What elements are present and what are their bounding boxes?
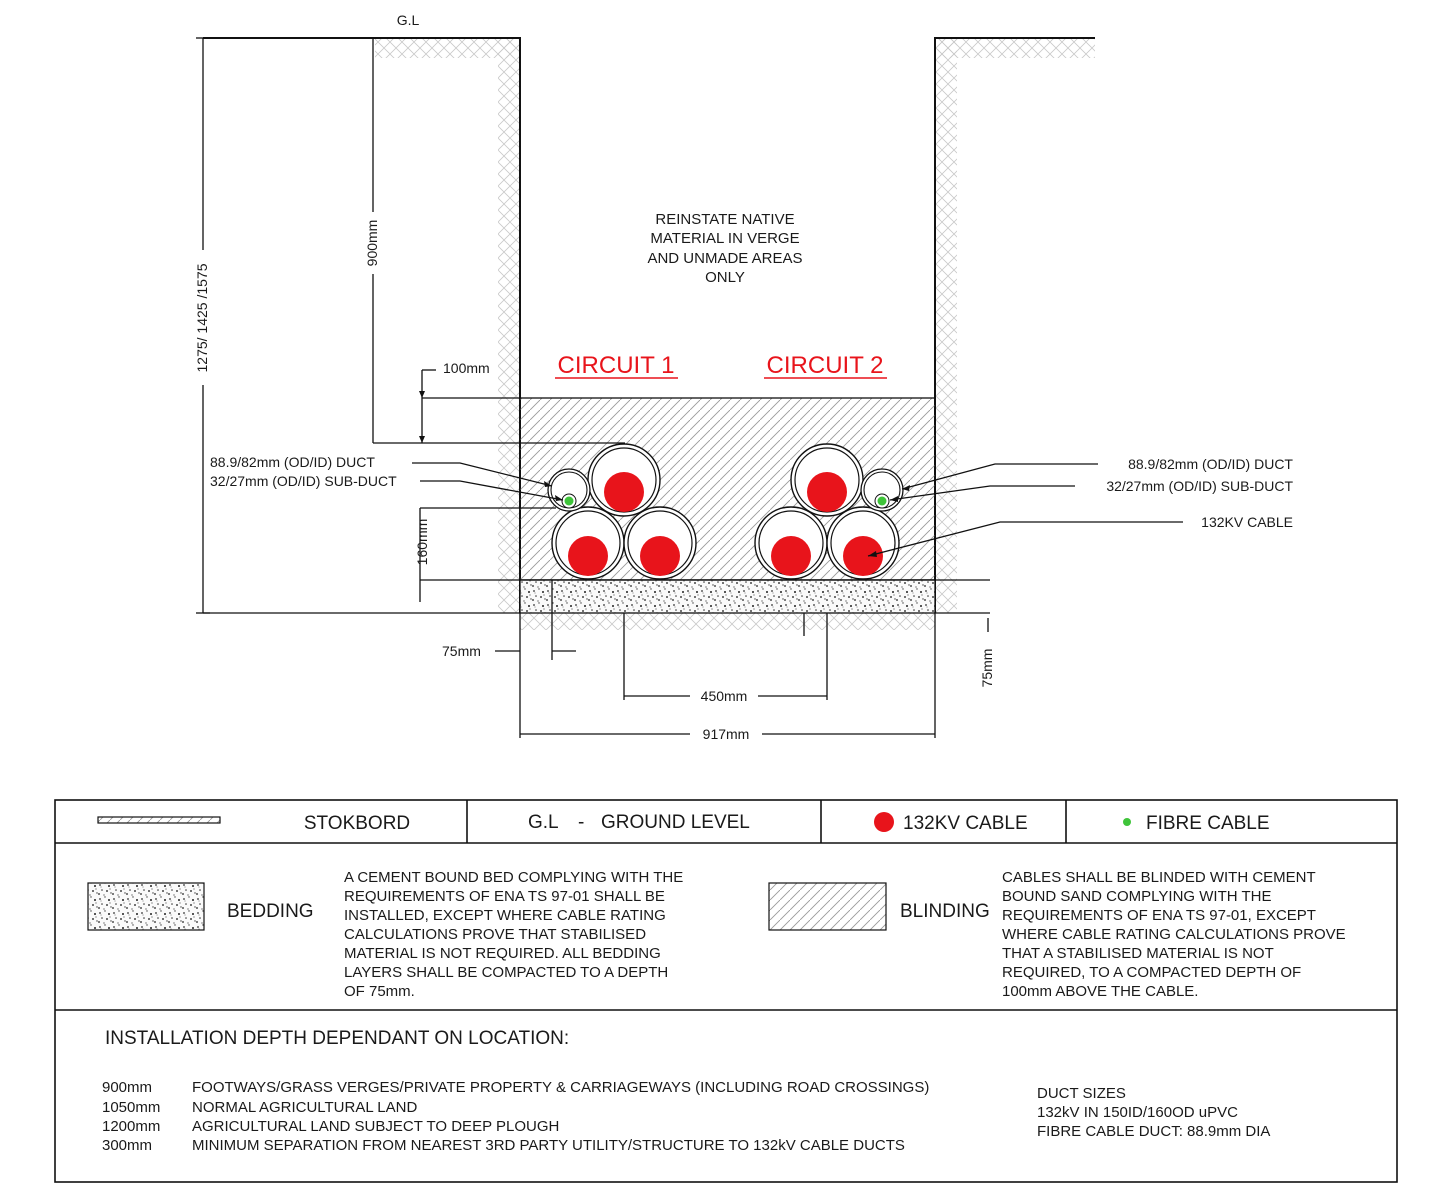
reinstate-note: REINSTATE NATIVE MATERIAL IN VERGE AND U… [647, 211, 802, 286]
legend-gl-desc: GROUND LEVEL [601, 812, 750, 833]
svg-text:CABLES SHALL BE BLINDED WITH C: CABLES SHALL BE BLINDED WITH CEMENT [1002, 869, 1316, 886]
svg-text:OF 75mm.: OF 75mm. [344, 983, 415, 1000]
cable-132kv [640, 536, 680, 576]
svg-text:MATERIAL IS NOT REQUIRED. ALL: MATERIAL IS NOT REQUIRED. ALL BEDDING [344, 945, 661, 962]
fibre-cable [564, 496, 574, 506]
depth-desc: AGRICULTURAL LAND SUBJECT TO DEEP PLOUGH [192, 1118, 559, 1135]
dim-edge-left: 75mm [442, 643, 481, 659]
svg-text:WHERE CABLE RATING CALCULATION: WHERE CABLE RATING CALCULATIONS PROVE [1002, 926, 1346, 943]
svg-text:-: - [578, 812, 584, 833]
svg-text:AND UNMADE AREAS: AND UNMADE AREAS [647, 250, 802, 267]
circuit-1-label: CIRCUIT 1 [558, 352, 675, 379]
blinding-description: CABLES SHALL BE BLINDED WITH CEMENT BOUN… [1002, 869, 1346, 1000]
duct-132kv [754, 506, 828, 580]
cable-132kv [843, 536, 883, 576]
depth-value: 300mm [102, 1137, 152, 1154]
dim-total-depth: 1275/ 1425 /1575 [194, 263, 210, 372]
callout-duct-left: 88.9/82mm (OD/ID) DUCT [210, 454, 375, 470]
svg-text:132kV IN 150ID/160OD uPVC: 132kV IN 150ID/160OD uPVC [1037, 1104, 1238, 1121]
depth-value: 1200mm [102, 1118, 160, 1135]
cable-132kv [807, 472, 847, 512]
svg-text:MATERIAL IN VERGE: MATERIAL IN VERGE [650, 230, 799, 247]
svg-text:100mm ABOVE THE CABLE.: 100mm ABOVE THE CABLE. [1002, 983, 1198, 1000]
depth-value: 900mm [102, 1079, 152, 1096]
fibre-duct [860, 468, 904, 512]
legend-stokbord: STOKBORD [304, 813, 410, 834]
dim-top-gap: 100mm [443, 360, 490, 376]
legend-gl: G.L [528, 812, 559, 833]
dim-spacing: 450mm [701, 688, 748, 704]
circuit-1-ducts [547, 443, 697, 580]
depth-desc: MINIMUM SEPARATION FROM NEAREST 3RD PART… [192, 1137, 905, 1154]
legend-table: STOKBORD G.L - GROUND LEVEL 132KV CABLE … [54, 799, 1398, 1183]
legend-cable: 132KV CABLE [903, 813, 1028, 834]
legend-blinding-label: BLINDING [900, 901, 990, 922]
svg-text:CALCULATIONS PROVE THAT STABIL: CALCULATIONS PROVE THAT STABILISED [344, 926, 646, 943]
bedding-layer [519, 579, 936, 614]
duct-132kv [587, 443, 661, 517]
duct-132kv [623, 506, 697, 580]
circuit-2-ducts [754, 443, 904, 580]
svg-text:THAT A STABILISED MATERIAL IS: THAT A STABILISED MATERIAL IS NOT [1002, 945, 1274, 962]
svg-text:DUCT SIZES: DUCT SIZES [1037, 1085, 1126, 1102]
duct-132kv [551, 506, 625, 580]
duct-sizes: DUCT SIZES 132kV IN 150ID/160OD uPVC FIB… [1037, 1085, 1270, 1140]
svg-text:INSTALLED, EXCEPT WHERE CABLE: INSTALLED, EXCEPT WHERE CABLE RATING [344, 907, 666, 924]
svg-text:ONLY: ONLY [705, 269, 745, 286]
depth-desc: NORMAL AGRICULTURAL LAND [192, 1099, 417, 1116]
fibre-legend-icon [1123, 818, 1131, 826]
fibre-cable [877, 496, 887, 506]
cable-132kv [568, 536, 608, 576]
bedding-description: A CEMENT BOUND BED COMPLYING WITH THE RE… [344, 869, 683, 1000]
svg-text:REQUIREMENTS OF ENA TS 97-01 S: REQUIREMENTS OF ENA TS 97-01 SHALL BE [344, 888, 665, 905]
dim-stack: 160mm [414, 519, 430, 566]
bedding-swatch [87, 882, 205, 931]
depth-title: INSTALLATION DEPTH DEPENDANT ON LOCATION… [105, 1028, 569, 1049]
dimensions: 1275/ 1425 /1575 900mm 100mm 160mm 75mm … [193, 37, 995, 742]
stokbord-swatch [97, 816, 221, 824]
depth-value: 1050mm [102, 1099, 160, 1116]
callout-subduct-right: 32/27mm (OD/ID) SUB-DUCT [1106, 478, 1293, 494]
depth-list: 900mm FOOTWAYS/GRASS VERGES/PRIVATE PROP… [102, 1079, 929, 1154]
depth-desc: FOOTWAYS/GRASS VERGES/PRIVATE PROPERTY &… [192, 1079, 929, 1096]
cable-132kv [771, 536, 811, 576]
cable-legend-icon [874, 812, 894, 832]
svg-text:A CEMENT BOUND BED COMPLYING W: A CEMENT BOUND BED COMPLYING WITH THE [344, 869, 683, 886]
legend-fibre: FIBRE CABLE [1146, 813, 1270, 834]
dim-bedding: 75mm [979, 649, 995, 688]
legend-bedding-label: BEDDING [227, 901, 314, 922]
svg-text:REQUIREMENTS OF ENA TS 97-01,: REQUIREMENTS OF ENA TS 97-01, EXCEPT [1002, 907, 1316, 924]
callout-duct-right: 88.9/82mm (OD/ID) DUCT [1128, 456, 1293, 472]
dim-cover: 900mm [364, 220, 380, 267]
duct-132kv [790, 443, 864, 517]
callout-cable-right: 132KV CABLE [1201, 514, 1293, 530]
fibre-duct [547, 468, 591, 512]
callout-subduct-left: 32/27mm (OD/ID) SUB-DUCT [210, 473, 397, 489]
cable-132kv [604, 472, 644, 512]
blinding-swatch [768, 882, 887, 931]
circuit-2-label: CIRCUIT 2 [767, 352, 884, 379]
svg-text:LAYERS SHALL BE COMPACTED TO A: LAYERS SHALL BE COMPACTED TO A DEPTH [344, 964, 668, 981]
svg-text:FIBRE CABLE DUCT: 88.9mm DIA: FIBRE CABLE DUCT: 88.9mm DIA [1037, 1123, 1270, 1140]
callouts: 88.9/82mm (OD/ID) DUCT 32/27mm (OD/ID) S… [210, 454, 1293, 557]
dim-width: 917mm [703, 726, 750, 742]
svg-text:BOUND SAND COMPLYING WITH THE: BOUND SAND COMPLYING WITH THE [1002, 888, 1271, 905]
svg-text:REINSTATE NATIVE: REINSTATE NATIVE [655, 211, 794, 228]
svg-text:REQUIRED, TO A COMPACTED DEPTH: REQUIRED, TO A COMPACTED DEPTH OF [1002, 964, 1301, 981]
ground-level-label: G.L [397, 12, 420, 28]
duct-132kv [826, 506, 900, 580]
